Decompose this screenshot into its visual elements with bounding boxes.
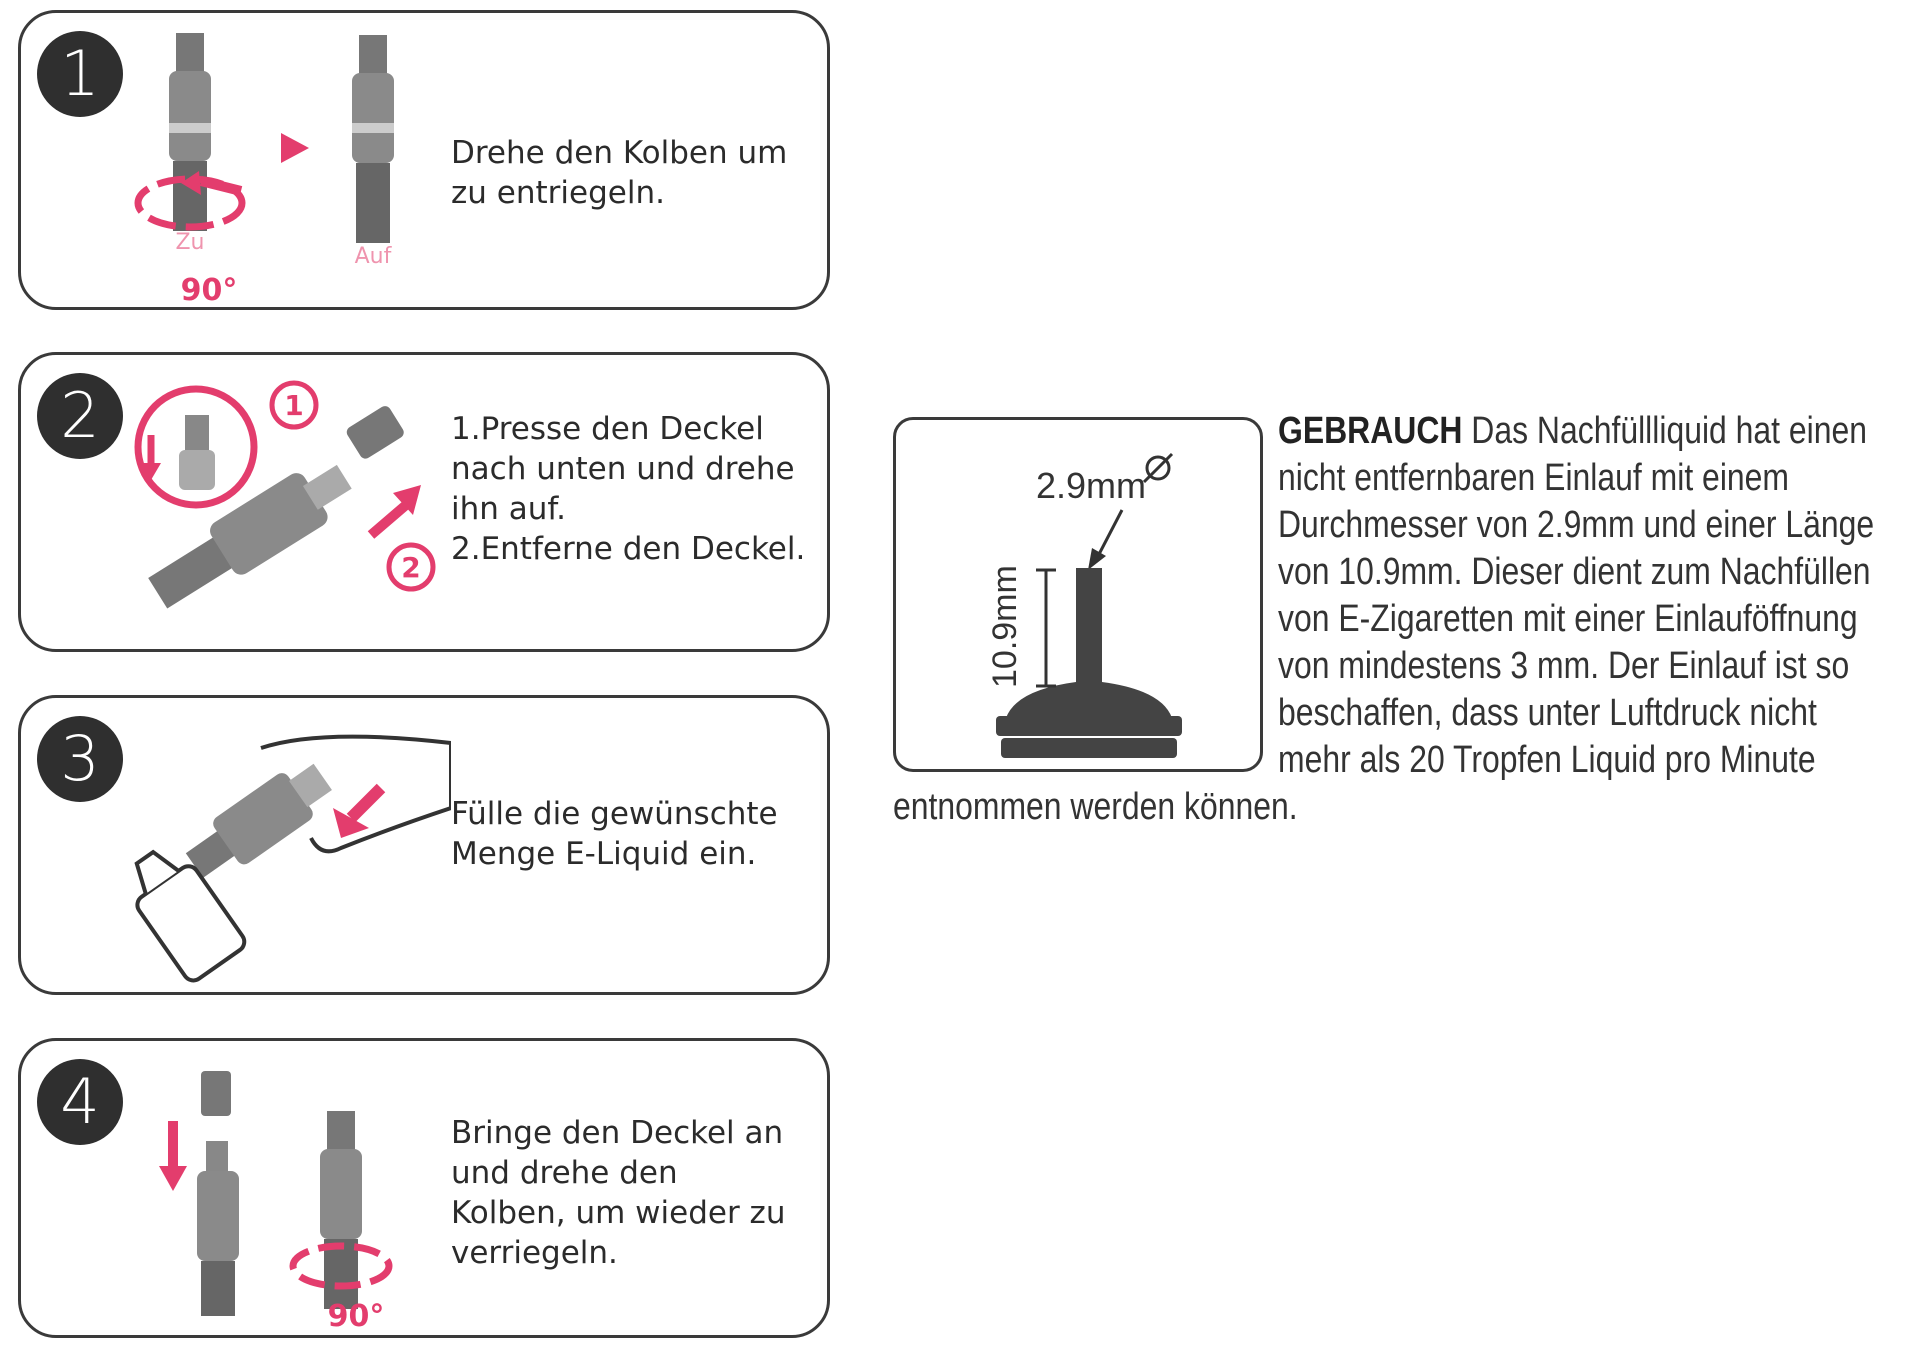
step-2-illustration: 1 2 — [134, 380, 436, 609]
marker-2-label: 2 — [401, 551, 420, 584]
step-4-line-3: Kolben, um wieder zu — [451, 1195, 786, 1231]
step-3-instructions: Fülle die gewünschte Menge E-Liquid ein. — [451, 794, 821, 874]
step-1-line-2: zu entriegeln. — [451, 175, 665, 211]
step-4-line-2: und drehe den — [451, 1155, 678, 1191]
close-label: Zu — [175, 230, 204, 255]
step-2-line-3: ihn auf. — [451, 491, 566, 527]
step-1-panel: 1 Zu Auf 90° Drehe den Kolben um zu entr… — [18, 10, 830, 310]
step-4-illustration: 90° — [159, 1071, 393, 1334]
usage-line-7: beschaffen, dass unter Luftdruck nicht — [893, 690, 1903, 737]
step-2-line-4: 2.Entferne den Deckel. — [451, 531, 806, 567]
step-2-line-1: 1.Presse den Deckel — [451, 411, 764, 447]
usage-text-6: von mindestens 3 mm. Der Einlauf ist so — [1278, 645, 1850, 687]
step-3-illustration — [134, 734, 451, 983]
step-3-line-2: Menge E-Liquid ein. — [451, 836, 757, 872]
marker-1-icon — [269, 380, 319, 430]
usage-line-2: nicht entfernbaren Einlauf mit einem — [893, 455, 1903, 502]
hand-icon — [260, 734, 451, 854]
usage-heading: GEBRAUCH — [1278, 410, 1463, 452]
step-2-panel: 2 1 2 1.Presse den Deckel nach unten und… — [18, 352, 830, 652]
step-4-panel: 4 90° Bringe den Deckel an und drehe den… — [18, 1038, 830, 1338]
cartridge-closing-icon — [197, 1071, 239, 1316]
usage-line-6: von mindestens 3 mm. Der Einlauf ist so — [893, 643, 1903, 690]
step-2-number: 2 — [37, 373, 123, 459]
cartridge-open-icon — [352, 35, 394, 243]
usage-text-5: von E-Zigaretten mit einer Einlauföffnun… — [1278, 598, 1858, 640]
diameter-symbol-icon — [1142, 452, 1174, 484]
step-4-number: 4 — [37, 1059, 123, 1145]
next-arrow-icon — [281, 133, 309, 163]
step-1-illustration: Zu Auf 90° — [134, 33, 394, 308]
step-3-panel: 3 Fülle die gewünschte Menge E-Liquid ei… — [18, 695, 830, 995]
step-1-number: 1 — [37, 31, 123, 117]
rotate-lock-arrow-icon — [289, 1242, 393, 1290]
usage-line-5: von E-Zigaretten mit einer Einlauföffnun… — [893, 596, 1903, 643]
step-4-angle-label: 90° — [328, 1299, 385, 1334]
usage-text-7: beschaffen, dass unter Luftdruck nicht — [1278, 692, 1817, 734]
diameter-label: 2.9mm — [1036, 465, 1146, 506]
usage-description: GEBRAUCH Das Nachfüllliquid hat einen ni… — [893, 408, 1903, 831]
nozzle-shape — [1076, 568, 1102, 690]
step-1-line-1: Drehe den Kolben um — [451, 135, 788, 171]
marker-2-icon — [386, 542, 436, 592]
remove-cap-arrow-icon — [393, 485, 421, 515]
marker-1-label: 1 — [284, 389, 303, 422]
fill-arrow-icon — [333, 808, 369, 838]
pointer-arrow-icon — [1088, 548, 1106, 570]
usage-text-1: Das Nachfüllliquid hat einen — [1471, 410, 1868, 452]
length-label: 10.9mm — [986, 565, 1024, 688]
usage-line-3: Durchmesser von 2.9mm und einer Länge — [893, 502, 1903, 549]
usage-text-2: nicht entfernbaren Einlauf mit einem — [1278, 457, 1790, 499]
nozzle-dimension-diagram: 2.9mm 10.9mm — [893, 417, 1263, 772]
usage-line-1: GEBRAUCH Das Nachfüllliquid hat einen — [893, 408, 1903, 455]
cartridge-fill-icon — [185, 763, 332, 878]
step-1-angle-label: 90° — [181, 273, 238, 308]
press-down-arrow-icon — [141, 463, 161, 480]
step-1-instructions: Drehe den Kolben um zu entriegeln. — [451, 133, 821, 213]
cartridge-locked-icon — [320, 1111, 362, 1309]
usage-text-9: entnommen werden können. — [893, 786, 1298, 828]
cartridge-tilted-icon — [148, 464, 352, 609]
rotate-arrow-icon — [134, 175, 246, 231]
step-4-line-1: Bringe den Deckel an — [451, 1115, 784, 1151]
usage-line-8: mehr als 20 Tropfen Liquid pro Minute — [893, 737, 1903, 784]
step-4-instructions: Bringe den Deckel an und drehe den Kolbe… — [451, 1113, 821, 1273]
liquid-bottle-icon — [134, 849, 247, 983]
step-4-line-4: verriegeln. — [451, 1235, 618, 1271]
usage-text-8: mehr als 20 Tropfen Liquid pro Minute — [1278, 739, 1816, 781]
open-label: Auf — [355, 244, 393, 269]
usage-line-4: von 10.9mm. Dieser dient zum Nachfüllen — [893, 549, 1903, 596]
usage-line-9: entnommen werden können. — [893, 784, 1903, 831]
step-2-instructions: 1.Presse den Deckel nach unten und drehe… — [451, 409, 821, 569]
zoom-circle-icon — [134, 385, 258, 509]
step-3-line-1: Fülle die gewünschte — [451, 796, 778, 832]
attach-cap-arrow-icon — [159, 1166, 187, 1191]
nozzle-diagram-svg: 2.9mm 10.9mm — [986, 452, 1182, 758]
cap-icon — [346, 406, 404, 459]
cartridge-closed-icon — [169, 33, 211, 231]
usage-text-4: von 10.9mm. Dieser dient zum Nachfüllen — [1278, 551, 1871, 593]
step-2-line-2: nach unten und drehe — [451, 451, 795, 487]
step-3-number: 3 — [37, 716, 123, 802]
usage-text-3: Durchmesser von 2.9mm und einer Länge — [1278, 504, 1875, 546]
